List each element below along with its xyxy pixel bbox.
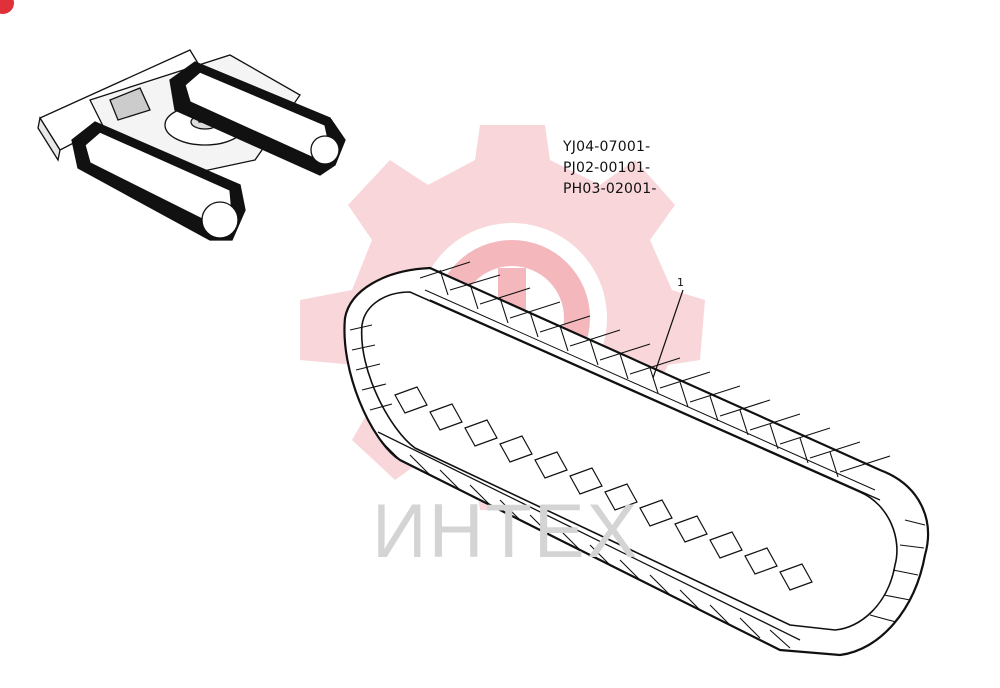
serial-number-1: YJ04-07001- <box>563 139 651 155</box>
rubber-track-illustration <box>343 261 930 657</box>
corner-badge <box>0 0 14 14</box>
part-callout-number: 1 <box>677 276 684 289</box>
serial-number-2: PJ02-00101- <box>563 160 651 176</box>
serial-number-3: PH03-02001- <box>563 181 657 197</box>
undercarriage-overview-illustration <box>37 49 346 241</box>
serial-number-range: YJ04-07001- PJ02-00101- PH03-02001- <box>563 137 657 200</box>
watermark-text: ИНТЕХ <box>372 489 640 574</box>
